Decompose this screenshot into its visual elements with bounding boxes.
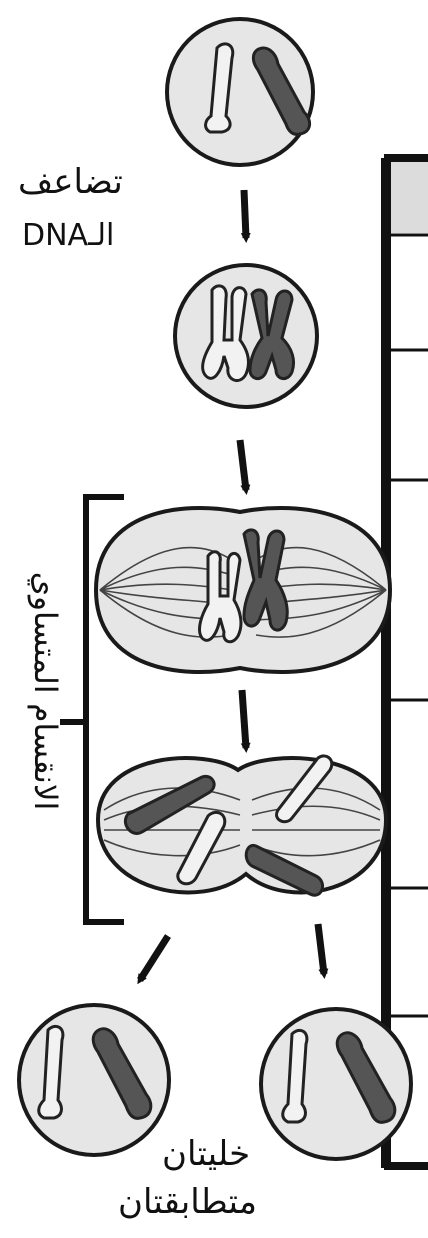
arrow <box>242 690 246 748</box>
arrow <box>318 924 324 974</box>
arrow <box>140 936 168 980</box>
arrow <box>244 190 246 238</box>
cell-replicated <box>175 265 317 407</box>
mitosis-label: الانقسام المتساوي <box>27 531 63 851</box>
cell-anaphase <box>98 756 386 895</box>
table-header-cell <box>388 158 428 233</box>
daughter-cell-left <box>19 1005 169 1155</box>
daughter-cell-right <box>261 1009 411 1159</box>
cell-metaphase <box>96 508 390 672</box>
dna-replication-label: تضاعف <box>18 162 123 202</box>
daughter-cells-label-suffix: متطابقتان <box>118 1182 257 1222</box>
daughter-cells-label: خليتان <box>162 1134 250 1174</box>
table-frame <box>384 158 428 1168</box>
dna-replication-label-suffix: الـDNA <box>22 218 114 253</box>
cell-initial <box>167 19 313 165</box>
arrow <box>240 440 246 490</box>
